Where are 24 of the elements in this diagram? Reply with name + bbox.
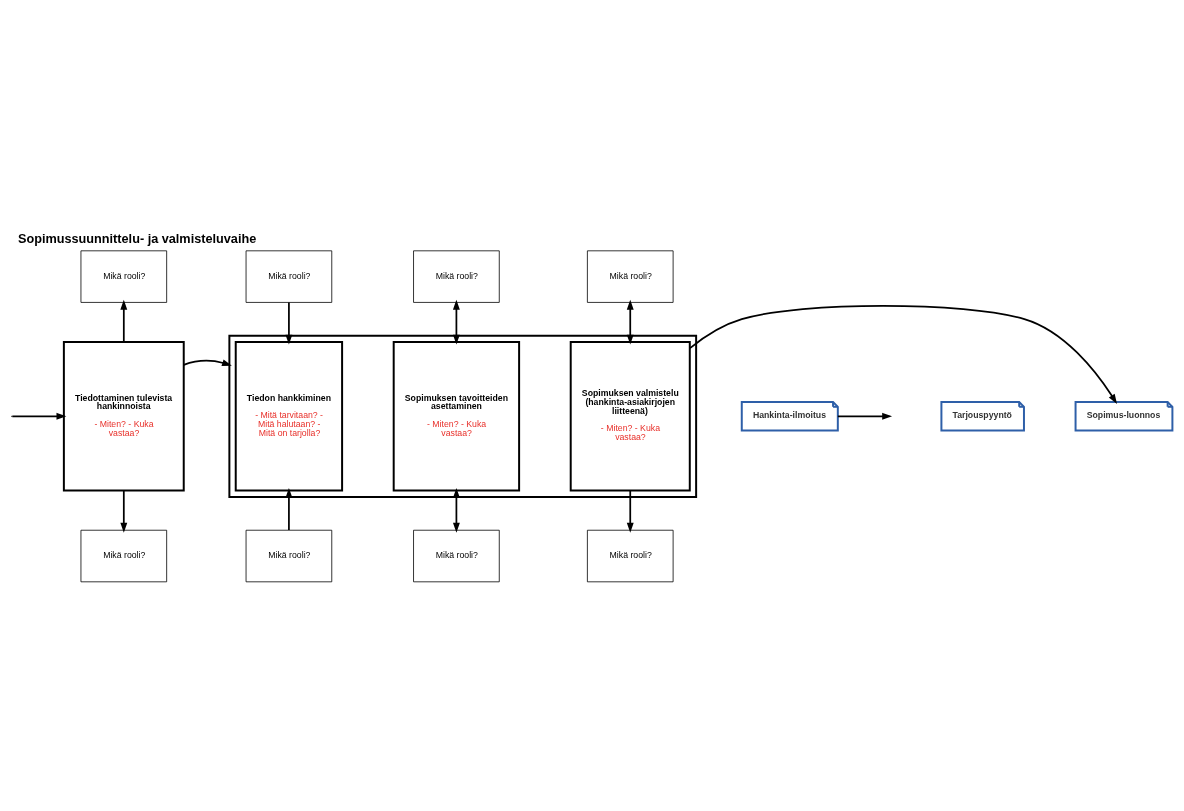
node-box: Mikä rooli? — [587, 529, 674, 582]
arrow — [120, 299, 128, 343]
diagram-title: Sopimussuunnittelu- ja valmisteluvaihe — [17, 231, 257, 246]
arrow — [689, 304, 1118, 404]
arrow — [626, 489, 634, 533]
node-box: Mikä rooli? — [80, 249, 168, 303]
node-box: Mikä rooli? — [80, 529, 168, 582]
node-box: Mikä rooli? — [413, 249, 500, 303]
node-box: Sopimuksen valmistelu (hankinta-asiakirjojen liitteenä) - Miten? - Kuka vastaa? — [569, 340, 691, 492]
arrow — [452, 487, 460, 533]
node-box: Tiedottaminen tulevista hankinnoista - Miten? - Kuka vastaa? — [62, 340, 185, 492]
arrow — [11, 412, 67, 420]
node-box: Mikä rooli? — [245, 249, 333, 303]
arrow — [626, 299, 634, 344]
arrow — [285, 487, 293, 531]
arrow — [285, 301, 293, 344]
node-box: Mikä rooli? — [587, 249, 674, 303]
node-box: Tiedon hankkiminen - Mitä tarvitaan? - Mitä halutaan? - Mitä on tarjolla? — [234, 340, 344, 492]
node-box: Mikä rooli? — [245, 529, 333, 582]
arrow — [182, 358, 232, 366]
node-box: Sopimuksen tavoitteiden asettaminen - Miten? - Kuka vastaa? — [392, 340, 521, 492]
node-box: Mikä rooli? — [413, 529, 500, 582]
arrow — [452, 299, 460, 344]
arrow — [120, 489, 128, 533]
